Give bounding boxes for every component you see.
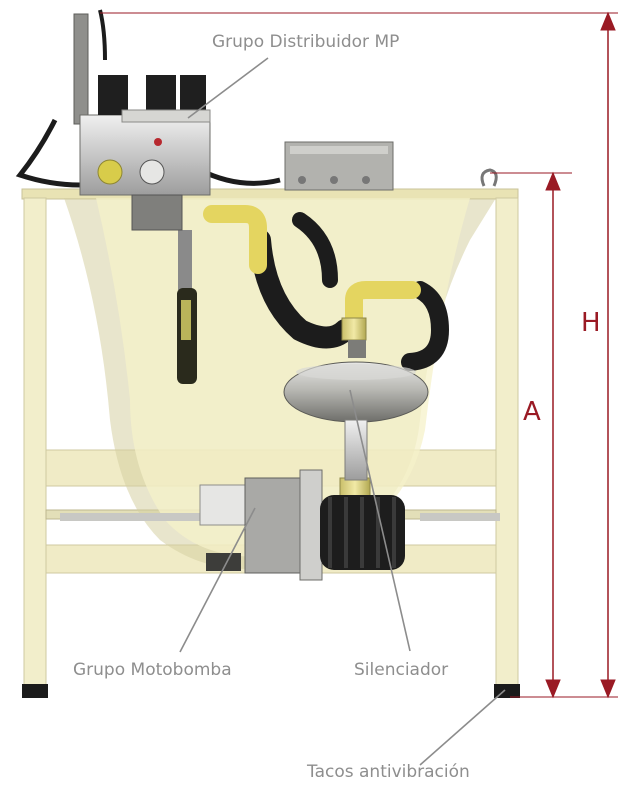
label-grupo-motobomba: Grupo Motobomba [73, 660, 232, 680]
leader-motobomba [179, 507, 256, 653]
leader-tacos [419, 689, 506, 766]
pad-left [22, 684, 48, 698]
label-tacos-antivibracion: Tacos antivibración [307, 762, 470, 782]
leader-distribuidor [187, 57, 269, 119]
dimension-lines [100, 11, 618, 699]
dimension-a-arrow-bottom [545, 679, 561, 699]
dimension-label-h: H [581, 308, 601, 338]
dimension-label-a: A [523, 397, 541, 427]
leg-right [495, 197, 519, 687]
distributor [73, 9, 211, 231]
suction-pipe [177, 230, 197, 384]
dimension-a-arrow-top [545, 171, 561, 191]
leader-lines [179, 57, 506, 766]
electrical-box [284, 141, 498, 191]
motor-pump [60, 469, 500, 581]
label-grupo-distribuidor: Grupo Distribuidor MP [212, 32, 400, 52]
silencer [283, 340, 429, 481]
leg-left [23, 197, 47, 687]
fittings [203, 205, 421, 503]
dimension-h-arrow-bottom [600, 679, 616, 699]
leader-silenciador [349, 389, 411, 652]
label-silenciador: Silenciador [354, 660, 449, 680]
dimension-h-arrow-top [600, 11, 616, 31]
